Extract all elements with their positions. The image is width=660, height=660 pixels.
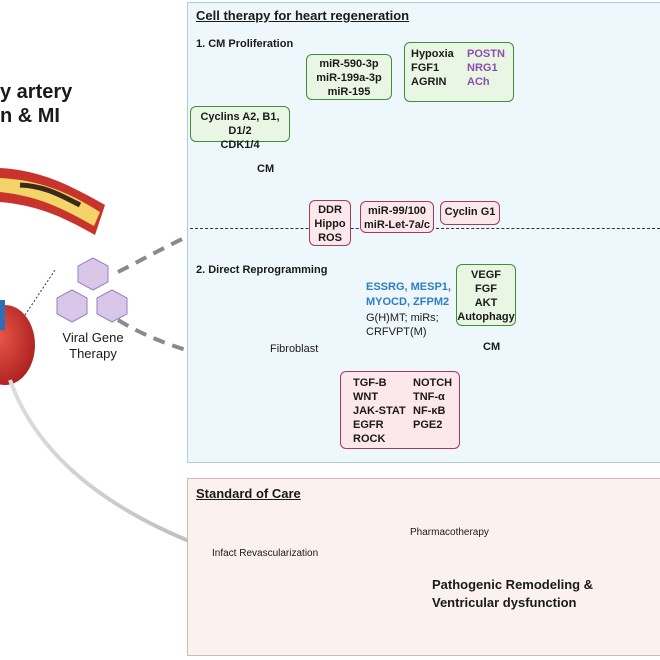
inhibitor-item: JAK-STAT bbox=[353, 405, 406, 417]
inhibitor-item: ROCK bbox=[353, 433, 386, 445]
ddr-item: DDR bbox=[318, 204, 342, 216]
mirna-item: miR-590-3p bbox=[319, 58, 379, 70]
standard-of-care-title: Standard of Care bbox=[196, 486, 301, 501]
mirna-item: miR-195 bbox=[327, 86, 371, 98]
inhibitor-item: TNF-α bbox=[413, 391, 445, 403]
infarct-revascularization-label: Infact Revascularization bbox=[212, 548, 319, 559]
outcome-line1: Pathogenic Remodeling & bbox=[432, 577, 594, 592]
tf-line: ESSRG, MESP1, bbox=[366, 281, 451, 293]
fibroblast-label: Fibroblast bbox=[270, 343, 319, 355]
factor-item: Hypoxia bbox=[411, 48, 454, 60]
inhibitor-item: WNT bbox=[353, 391, 379, 403]
cyclin-g1-box: Cyclin G1 bbox=[440, 201, 500, 225]
viral-particles-icon bbox=[56, 257, 128, 323]
factor-item: FGF1 bbox=[411, 62, 440, 74]
coronary-artery-illustration bbox=[0, 168, 105, 235]
vegf-item: AKT bbox=[474, 297, 498, 309]
ddr-item: Hippo bbox=[314, 218, 346, 230]
inhibitors-box: TGF-B WNT JAK-STAT EGFR ROCK NOTCH TNF-α… bbox=[340, 371, 460, 449]
gmt-line: G(H)MT; miRs; bbox=[366, 312, 439, 324]
gmt-line: CRFVPT(M) bbox=[366, 326, 427, 338]
cell-therapy-title: Cell therapy for heart regeneration bbox=[196, 8, 410, 23]
transcription-factors: ESSRG, MESP1, MYOCD, ZFPM2 bbox=[366, 280, 451, 310]
mirna-box: miR-590-3p miR-199a-3p miR-195 bbox=[306, 54, 392, 100]
ddr-item: ROS bbox=[318, 232, 342, 244]
viral-line1: Viral Gene bbox=[62, 330, 124, 345]
viral-gene-therapy-label: Viral Gene Therapy bbox=[57, 330, 129, 362]
vegf-item: Autophagy bbox=[457, 311, 515, 323]
left-title: y artery n & MI bbox=[0, 80, 72, 128]
mir99-box: miR-99/100 miR-Let-7a/c bbox=[360, 201, 434, 233]
section2-title: 2. Direct Reprogramming bbox=[196, 264, 328, 276]
growth-factors-box: Hypoxia FGF1 AGRIN POSTN NRG1 ACh bbox=[404, 42, 514, 102]
viral-line2: Therapy bbox=[69, 346, 117, 361]
cyclins-item: CDK1/4 bbox=[220, 139, 260, 151]
vegf-item: VEGF bbox=[471, 269, 501, 281]
ddr-box: DDR Hippo ROS bbox=[309, 200, 351, 246]
tf-line: MYOCD, ZFPM2 bbox=[366, 296, 450, 308]
inhibitor-item: EGFR bbox=[353, 419, 384, 431]
inhibitor-item: NOTCH bbox=[413, 377, 453, 389]
factor-item: AGRIN bbox=[411, 76, 447, 88]
vegf-box: VEGF FGF AKT Autophagy bbox=[456, 264, 516, 326]
mirna-item: miR-199a-3p bbox=[316, 72, 382, 84]
left-title-line1: y artery bbox=[0, 81, 73, 103]
left-title-line2: n & MI bbox=[0, 105, 60, 127]
factor-item: NRG1 bbox=[467, 62, 498, 74]
mir99-item: miR-Let-7a/c bbox=[363, 219, 431, 231]
inhibitor-item: TGF-B bbox=[353, 377, 387, 389]
cm-label: CM bbox=[257, 163, 275, 175]
cyclins-box: Cyclins A2, B1, D1/2 CDK1/4 bbox=[190, 106, 290, 151]
mir99-item: miR-99/100 bbox=[367, 205, 427, 217]
patient-heart-illustration bbox=[0, 300, 35, 385]
inhibitor-item: PGE2 bbox=[413, 419, 443, 431]
factor-item: ACh bbox=[467, 76, 490, 88]
cm2-label: CM bbox=[483, 341, 501, 353]
inhibitor-item: NF-κB bbox=[413, 405, 446, 417]
outcome-line2: Ventricular dysfunction bbox=[432, 595, 577, 610]
factor-item: POSTN bbox=[467, 48, 505, 60]
vegf-item: FGF bbox=[475, 283, 497, 295]
section1-title: 1. CM Proliferation bbox=[196, 38, 294, 50]
pharmacotherapy-label: Pharmacotherapy bbox=[410, 527, 489, 538]
pathogenic-remodeling-label: Pathogenic Remodeling & Ventricular dysf… bbox=[432, 576, 593, 612]
reprogramming-factors: G(H)MT; miRs; CRFVPT(M) bbox=[366, 311, 439, 339]
cyclins-item: Cyclins A2, B1, D1/2 bbox=[200, 111, 280, 137]
standard-of-care-panel bbox=[187, 478, 660, 656]
